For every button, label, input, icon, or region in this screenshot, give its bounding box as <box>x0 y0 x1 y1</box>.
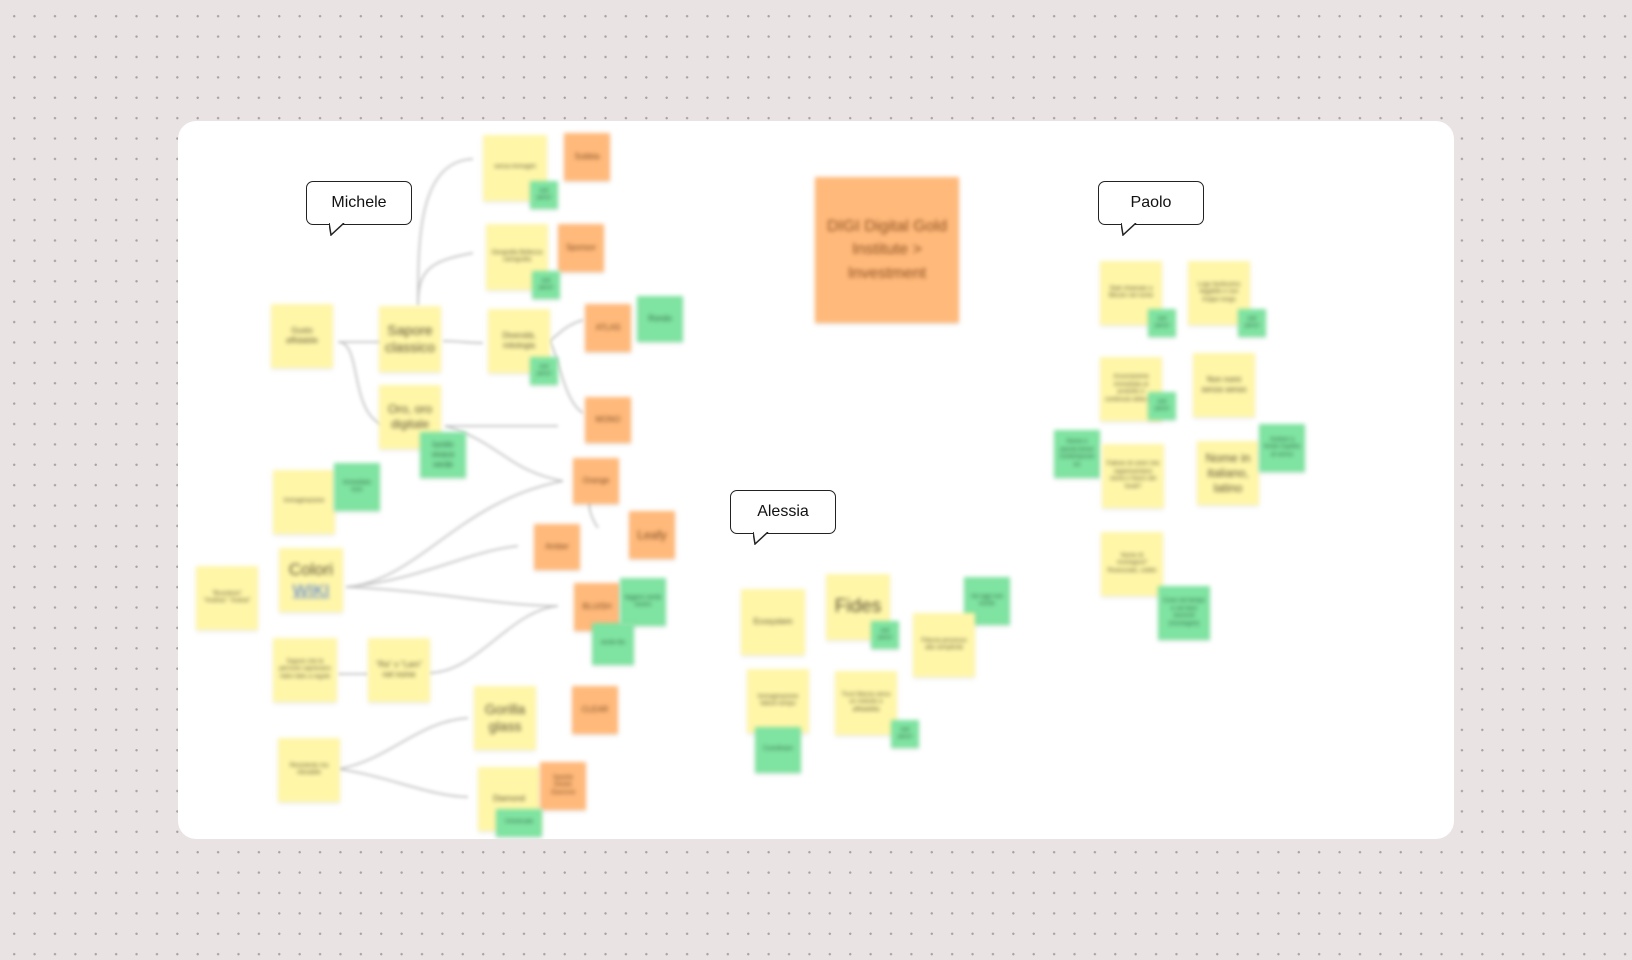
connector <box>337 341 387 427</box>
sticky-note[interactable]: vari pezzi <box>530 181 558 209</box>
connector <box>548 319 584 342</box>
speech-bubble-alessia[interactable]: Alessia <box>730 490 836 545</box>
sticky-note[interactable]: Amber <box>534 524 580 570</box>
sticky-note[interactable]: Nome in italiano, latino <box>1197 441 1259 505</box>
connector <box>427 605 559 674</box>
connector <box>444 425 564 482</box>
sticky-note[interactable]: vari pezzi <box>891 720 919 748</box>
sticky-note[interactable]: vari pezzi <box>1238 309 1266 337</box>
sticky-note[interactable]: Nome di montagna? Rovesciato, solido <box>1101 532 1163 596</box>
sticky-note[interactable]: Andare a fondo rispetto al senso <box>1259 424 1305 472</box>
sticky-note[interactable]: Resistente ma rilevabile <box>278 738 340 802</box>
sticky-note[interactable]: Immaginazione <box>273 470 335 534</box>
sticky-note[interactable]: Sponsor <box>558 224 604 272</box>
sticky-note[interactable]: verde blu <box>592 623 634 665</box>
sticky-note[interactable]: Gusto affidabile <box>271 304 333 368</box>
speech-bubble-michele[interactable]: Michele <box>306 181 412 236</box>
sticky-note[interactable]: lucido vivace verde <box>420 432 466 478</box>
wiki-link[interactable]: WIKI <box>292 581 330 600</box>
sticky-note[interactable]: Subbia <box>564 133 610 181</box>
sticky-note[interactable]: MONO <box>585 397 631 443</box>
sticky-note[interactable]: CLEAR <box>572 686 618 734</box>
sticky-note[interactable]: Leafy <box>629 511 675 559</box>
connector <box>345 586 559 607</box>
sticky-note[interactable]: Universale <box>496 809 542 837</box>
sticky-note[interactable]: Orange <box>573 458 619 504</box>
sticky-note[interactable]: Immaginazione fattore tempo <box>747 669 809 733</box>
sticky-note[interactable]: Gorilla glass <box>474 686 536 750</box>
sticky-note[interactable]: Fiducia processo alla semplicità <box>913 613 975 677</box>
sticky-note[interactable]: Sapore che le persone saprevano ridire f… <box>273 638 337 702</box>
sticky-note[interactable]: Nome e parola breve contemporaneo <box>1054 430 1100 478</box>
connector <box>337 717 469 770</box>
sticky-note[interactable]: "Buonitore" "Andrea" "Andrai" <box>196 566 258 630</box>
connector <box>417 158 474 307</box>
speech-bubble-paolo[interactable]: Paolo <box>1098 181 1204 236</box>
bubble-tail <box>1121 223 1137 236</box>
sticky-note[interactable]: Sparkle Details Diamond <box>540 762 586 810</box>
connector <box>442 340 484 344</box>
sticky-note[interactable]: ATLAS <box>585 304 631 352</box>
sticky-note[interactable]: Coordinare <box>755 727 801 773</box>
sticky-note[interactable]: Sapore classico <box>379 306 441 372</box>
bubble-label: Alessia <box>757 503 809 520</box>
sticky-note[interactable]: leggero verde neutro <box>620 578 666 626</box>
connector <box>345 545 519 588</box>
note-title: Colori <box>288 559 334 579</box>
sticky-note[interactable]: Oro, oro digitale <box>379 385 441 449</box>
whiteboard-canvas[interactable]: Gusto affidabile Sapore classico Oro, or… <box>178 121 1454 839</box>
bubble-label: Paolo <box>1130 194 1172 211</box>
sticky-note[interactable]: Cose nel tempo e nei beni durevoli (mont… <box>1158 586 1210 640</box>
sticky-note-digi[interactable]: DIGI Digital Gold Institute > Investment <box>815 177 959 323</box>
bubble-tail <box>753 532 769 545</box>
connector <box>588 500 599 529</box>
connector-lines <box>337 158 599 798</box>
sticky-note[interactable]: vari pezzi <box>1148 309 1176 337</box>
sticky-note[interactable]: Fattore di colori che rappresentano stor… <box>1102 444 1164 508</box>
sticky-note[interactable]: vari pezzi <box>530 357 558 385</box>
sticky-note[interactable]: vari pezzi <box>871 621 899 649</box>
sticky-note[interactable]: Colori WIKI <box>279 548 343 612</box>
sticky-note[interactable]: vari pezzi <box>1148 392 1176 420</box>
sticky-note[interactable]: vari pezzi <box>532 271 560 299</box>
sticky-note[interactable]: Immediato luce <box>334 463 380 511</box>
bubble-label: Michele <box>331 194 387 211</box>
connector <box>548 340 584 414</box>
sticky-note[interactable]: Trust fiducia verso un metodo e affidabi… <box>835 671 897 735</box>
connector <box>417 252 474 307</box>
sticky-note[interactable]: "Ra" o "Lam" nel nome <box>368 638 430 702</box>
bubble-tail <box>329 223 345 236</box>
sticky-note[interactable]: Non nomi senza senso <box>1193 353 1255 417</box>
connector <box>337 768 469 798</box>
sticky-note[interactable]: Ecosystem <box>741 589 805 655</box>
sticky-note[interactable]: Rondo <box>637 296 683 342</box>
connector <box>345 480 564 588</box>
